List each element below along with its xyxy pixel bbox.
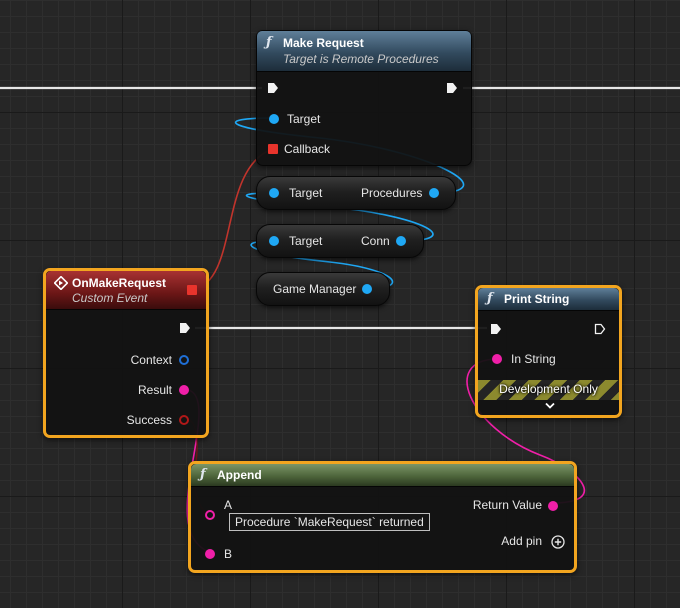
exec-out-pin[interactable]	[446, 82, 458, 94]
conn-target-label: Target	[289, 234, 323, 248]
exec-in-pin[interactable]	[490, 323, 502, 335]
development-only-banner: Development Only	[478, 380, 619, 400]
exec-out-pin[interactable]	[179, 322, 191, 334]
event-header: OnMakeRequest Custom Event	[46, 271, 206, 310]
success-pin[interactable]	[179, 415, 189, 425]
target-label: Target	[287, 112, 321, 126]
node-title: Make Request	[283, 36, 364, 50]
node-title: Append	[217, 468, 262, 482]
development-only-label: Development Only	[499, 382, 598, 396]
exec-in-pin[interactable]	[267, 82, 279, 94]
game-manager-output-pin[interactable]	[362, 284, 372, 294]
a-label: A	[224, 498, 233, 512]
procedures-target-label: Target	[289, 186, 323, 200]
node-subtitle: Target is Remote Procedures	[283, 52, 439, 66]
game-manager-node[interactable]: Game Manager	[256, 272, 390, 306]
append-node[interactable]: ƒ Append A Procedure `MakeRequest` retur…	[188, 461, 577, 573]
success-label: Success	[126, 413, 172, 427]
print-string-header: ƒ Print String	[478, 288, 619, 311]
print-string-node[interactable]: ƒ Print String In String Development Onl…	[475, 285, 622, 418]
function-icon: ƒ	[487, 291, 493, 306]
add-pin-icon[interactable]	[551, 535, 565, 549]
callback-pin[interactable]	[268, 144, 278, 154]
b-label: B	[224, 547, 233, 561]
get-conn-node[interactable]: Target Conn	[256, 224, 424, 258]
event-icon	[54, 276, 68, 290]
procedures-target-pin[interactable]	[269, 188, 279, 198]
function-icon: ƒ	[266, 35, 272, 50]
in-string-label: In String	[511, 352, 556, 366]
node-subtitle: Custom Event	[72, 291, 148, 305]
chevron-down-icon[interactable]	[544, 402, 556, 410]
conn-output-label: Conn	[361, 234, 390, 248]
context-pin[interactable]	[179, 355, 189, 365]
in-string-pin[interactable]	[492, 354, 502, 364]
object-wire-gm-target	[250, 240, 394, 290]
result-pin[interactable]	[179, 385, 189, 395]
context-label: Context	[130, 353, 172, 367]
game-manager-label: Game Manager	[273, 282, 357, 296]
delegate-out-pin[interactable]	[187, 285, 197, 295]
function-icon: ƒ	[200, 467, 206, 482]
a-pin[interactable]	[205, 510, 215, 520]
target-pin[interactable]	[269, 114, 279, 124]
string-wire-return-instring	[466, 358, 586, 504]
callback-label: Callback	[284, 142, 331, 156]
b-pin[interactable]	[205, 549, 215, 559]
node-title: OnMakeRequest	[72, 276, 167, 290]
append-header: ƒ Append	[191, 464, 574, 487]
add-pin-label[interactable]: Add pin	[501, 534, 542, 548]
procedures-output-pin[interactable]	[429, 188, 439, 198]
return-value-pin[interactable]	[548, 501, 558, 511]
conn-target-pin[interactable]	[269, 236, 279, 246]
conn-output-pin[interactable]	[396, 236, 406, 246]
exec-out-pin[interactable]	[594, 323, 606, 335]
result-label: Result	[137, 383, 172, 397]
a-value-input[interactable]: Procedure `MakeRequest` returned	[229, 513, 430, 531]
procedures-output-label: Procedures	[361, 186, 423, 200]
get-procedures-node[interactable]: Target Procedures	[256, 176, 456, 210]
make-request-header: ƒ Make Request Target is Remote Procedur…	[257, 31, 471, 72]
node-title: Print String	[504, 292, 570, 306]
make-request-node[interactable]: ƒ Make Request Target is Remote Procedur…	[256, 30, 472, 166]
on-make-request-node[interactable]: OnMakeRequest Custom Event Context Resul…	[43, 268, 209, 438]
return-value-label: Return Value	[472, 498, 542, 512]
